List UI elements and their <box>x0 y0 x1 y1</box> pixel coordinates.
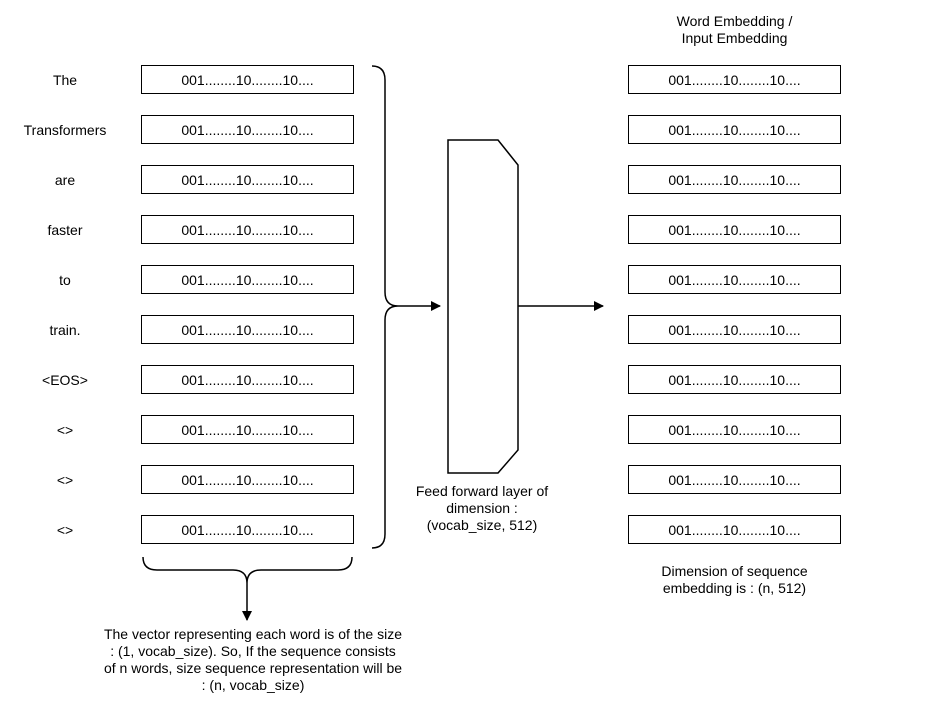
word-label: Transformers <box>23 122 107 138</box>
ff-layer-caption: Feed forward layer of dimension : (vocab… <box>392 483 572 534</box>
one-hot-vector: 001........10........10.... <box>141 165 354 194</box>
embedding-vector: 001........10........10.... <box>628 215 841 244</box>
vector-caption-line: of n words, size sequence representation… <box>103 660 403 676</box>
one-hot-vector: 001........10........10.... <box>141 115 354 144</box>
sequence-caption-line: embedding is : (n, 512) <box>662 580 807 596</box>
embedding-vector: 001........10........10.... <box>628 115 841 144</box>
one-hot-vector: 001........10........10.... <box>141 515 354 544</box>
vector-caption-line: : (1, vocab_size). So, If the sequence c… <box>110 643 396 659</box>
word-label: <> <box>56 522 74 538</box>
embedding-vector: 001........10........10.... <box>628 315 841 344</box>
word-label: The <box>52 72 78 88</box>
word-label: <EOS> <box>42 372 88 388</box>
embedding-vector: 001........10........10.... <box>628 365 841 394</box>
embedding-vector: 001........10........10.... <box>628 465 841 494</box>
right-curly-brace <box>371 65 399 549</box>
embedding-vector: 001........10........10.... <box>628 415 841 444</box>
embedding-vector: 001........10........10.... <box>628 165 841 194</box>
one-hot-vector: 001........10........10.... <box>141 465 354 494</box>
word-label: <> <box>56 472 74 488</box>
one-hot-vector: 001........10........10.... <box>141 215 354 244</box>
word-label: to <box>59 272 71 288</box>
embedding-title: Word Embedding / Input Embedding <box>612 13 857 47</box>
sequence-embedding-caption: Dimension of sequence embedding is : (n,… <box>612 563 857 597</box>
ff-layer-caption-line: Feed forward layer of <box>415 483 549 499</box>
embedding-title-line: Word Embedding / <box>676 13 793 29</box>
word-label: faster <box>47 222 83 238</box>
embedding-vector: 001........10........10.... <box>628 515 841 544</box>
word-label: train. <box>49 322 81 338</box>
vector-caption-line: : (n, vocab_size) <box>201 677 305 693</box>
word-label: <> <box>56 422 74 438</box>
bottom-curly-brace <box>142 556 353 584</box>
ff-layer-caption-line: dimension : <box>446 500 518 516</box>
embedding-vector: 001........10........10.... <box>628 265 841 294</box>
word-label: are <box>54 172 76 188</box>
embedding-title-line: Input Embedding <box>681 30 788 46</box>
one-hot-vector: 001........10........10.... <box>141 265 354 294</box>
one-hot-vector: 001........10........10.... <box>141 365 354 394</box>
embedding-vector: 001........10........10.... <box>628 65 841 94</box>
sequence-caption-line: Dimension of sequence <box>661 563 808 579</box>
feed-forward-layer-shape <box>447 139 519 474</box>
vector-caption-line: The vector representing each word is of … <box>103 626 403 642</box>
vector-size-caption: The vector representing each word is of … <box>72 626 434 694</box>
one-hot-vector: 001........10........10.... <box>141 65 354 94</box>
ff-layer-caption-line: (vocab_size, 512) <box>426 517 538 533</box>
one-hot-vector: 001........10........10.... <box>141 315 354 344</box>
one-hot-vector: 001........10........10.... <box>141 415 354 444</box>
